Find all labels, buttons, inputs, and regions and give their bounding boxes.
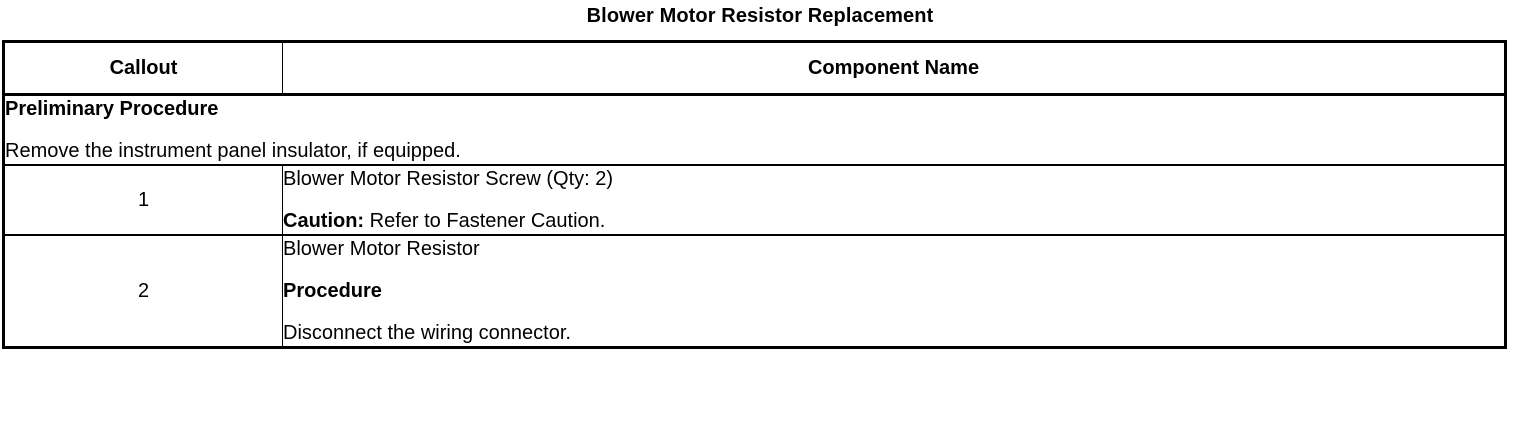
column-header-callout: Callout: [3, 41, 283, 96]
component-name-line: Blower Motor Resistor: [283, 238, 480, 260]
caution-label: Caution:: [283, 210, 365, 232]
preliminary-procedure-text: Remove the instrument panel insulator, i…: [5, 140, 461, 162]
page-title: Blower Motor Resistor Replacement: [586, 5, 934, 27]
procedure-step-text: Disconnect the wiring connector.: [283, 322, 571, 344]
column-header-component-name: Component Name: [282, 41, 1506, 96]
table-body: Preliminary Procedure Remove the instrum…: [3, 94, 1506, 348]
preliminary-procedure-cell: Preliminary Procedure Remove the instrum…: [3, 94, 1506, 166]
component-name-line: Blower Motor Resistor Screw (Qty: 2): [283, 168, 614, 190]
caution-text: Refer to Fastener Caution.: [364, 210, 606, 232]
caution-line: Caution: Refer to Fastener Caution.: [283, 208, 1504, 234]
callout-number: 2: [3, 234, 283, 348]
table-row: 1 Blower Motor Resistor Screw (Qty: 2) C…: [3, 164, 1506, 236]
procedure-table: Callout Component Name Preliminary Proce…: [2, 40, 1507, 349]
table-header: Callout Component Name: [3, 41, 1506, 96]
procedure-table-container: Callout Component Name Preliminary Proce…: [2, 40, 1507, 349]
callout-number: 1: [3, 164, 283, 236]
preliminary-procedure-row: Preliminary Procedure Remove the instrum…: [3, 94, 1506, 166]
component-name-cell: Blower Motor Resistor Screw (Qty: 2) Cau…: [282, 164, 1506, 236]
table-row: 2 Blower Motor Resistor Procedure Discon…: [3, 234, 1506, 348]
procedure-heading: Procedure: [283, 280, 382, 302]
table-header-row: Callout Component Name: [3, 41, 1506, 96]
component-name-cell: Blower Motor Resistor Procedure Disconne…: [282, 234, 1506, 348]
preliminary-procedure-heading: Preliminary Procedure: [5, 98, 219, 120]
